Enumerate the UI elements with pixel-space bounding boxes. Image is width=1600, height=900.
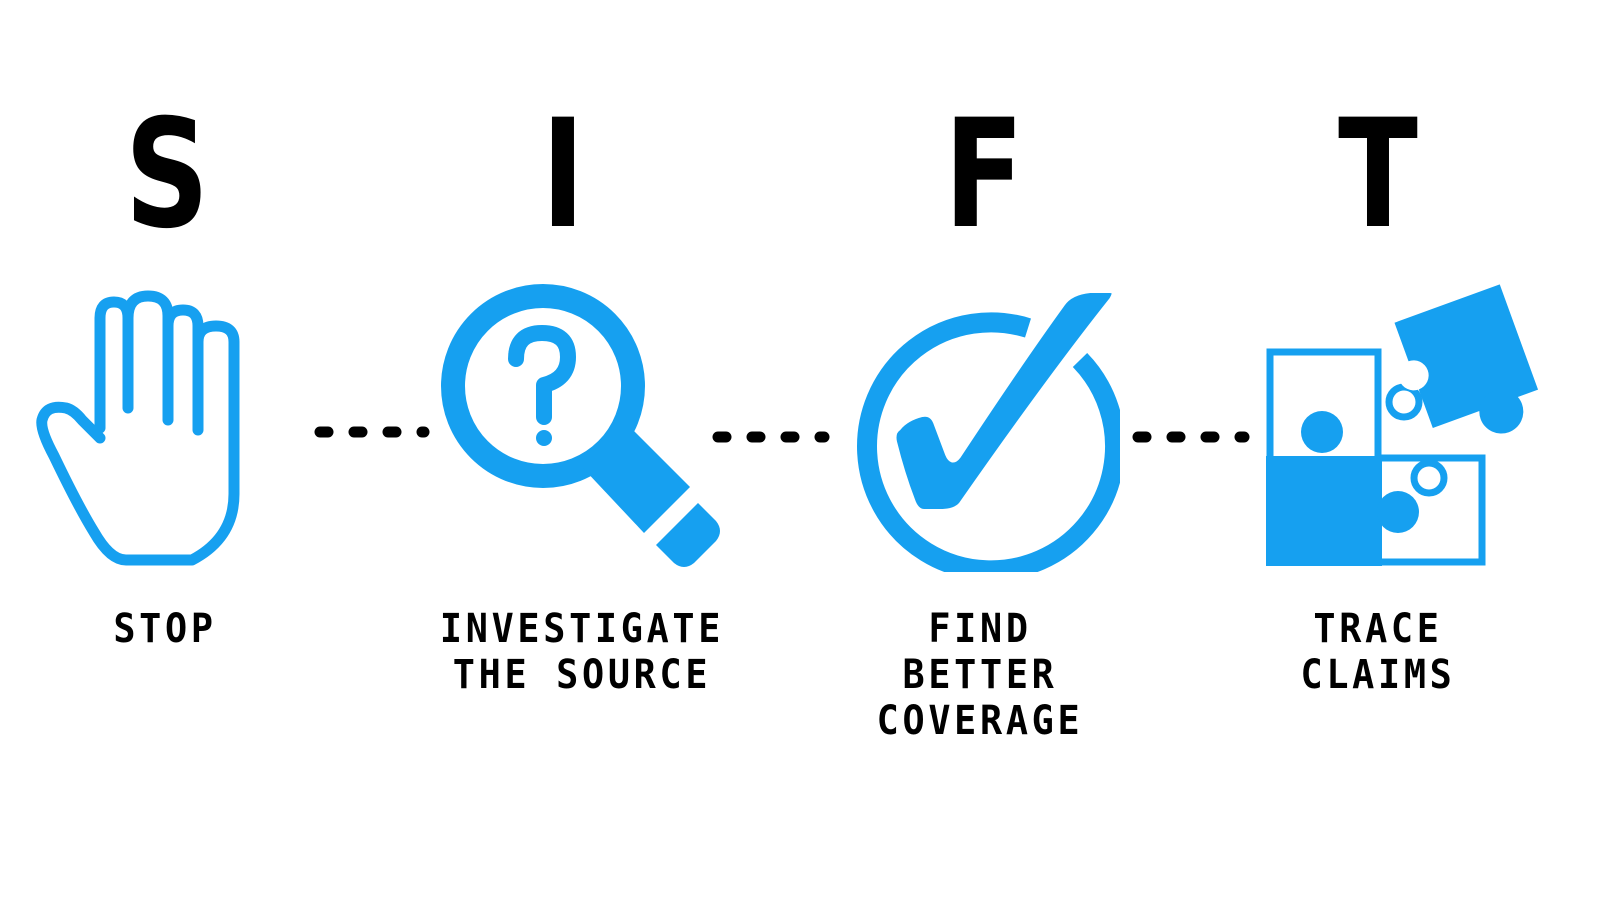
raised-hand-icon	[36, 290, 240, 566]
step-label-stop: STOP	[9, 606, 322, 652]
step-label-investigate: INVESTIGATE THE SOURCE	[426, 606, 739, 698]
step-label-find: FIND BETTER COVERAGE	[824, 606, 1137, 744]
circle-checkmark-icon	[857, 287, 1120, 572]
step-label-trace: TRACE CLAIMS	[1222, 606, 1535, 698]
dotted-connector-3	[1132, 431, 1250, 443]
dotted-connector-1	[314, 426, 430, 438]
label-line: STOP	[113, 606, 217, 652]
label-line: THE SOURCE	[452, 652, 712, 698]
label-line: CLAIMS	[1300, 652, 1456, 698]
label-line: TRACE	[1313, 606, 1443, 652]
letter-s: S	[124, 88, 210, 262]
puzzle-pieces-icon	[1266, 284, 1539, 566]
label-line: COVERAGE	[876, 698, 1084, 744]
label-line: BETTER	[902, 652, 1058, 698]
label-line: FIND	[928, 606, 1032, 652]
letter-i: I	[541, 88, 585, 262]
letter-f: F	[944, 88, 1024, 262]
label-line: INVESTIGATE	[439, 606, 725, 652]
letter-t: T	[1338, 88, 1418, 262]
magnifier-question-icon	[441, 284, 720, 567]
dotted-connector-2	[712, 431, 830, 443]
